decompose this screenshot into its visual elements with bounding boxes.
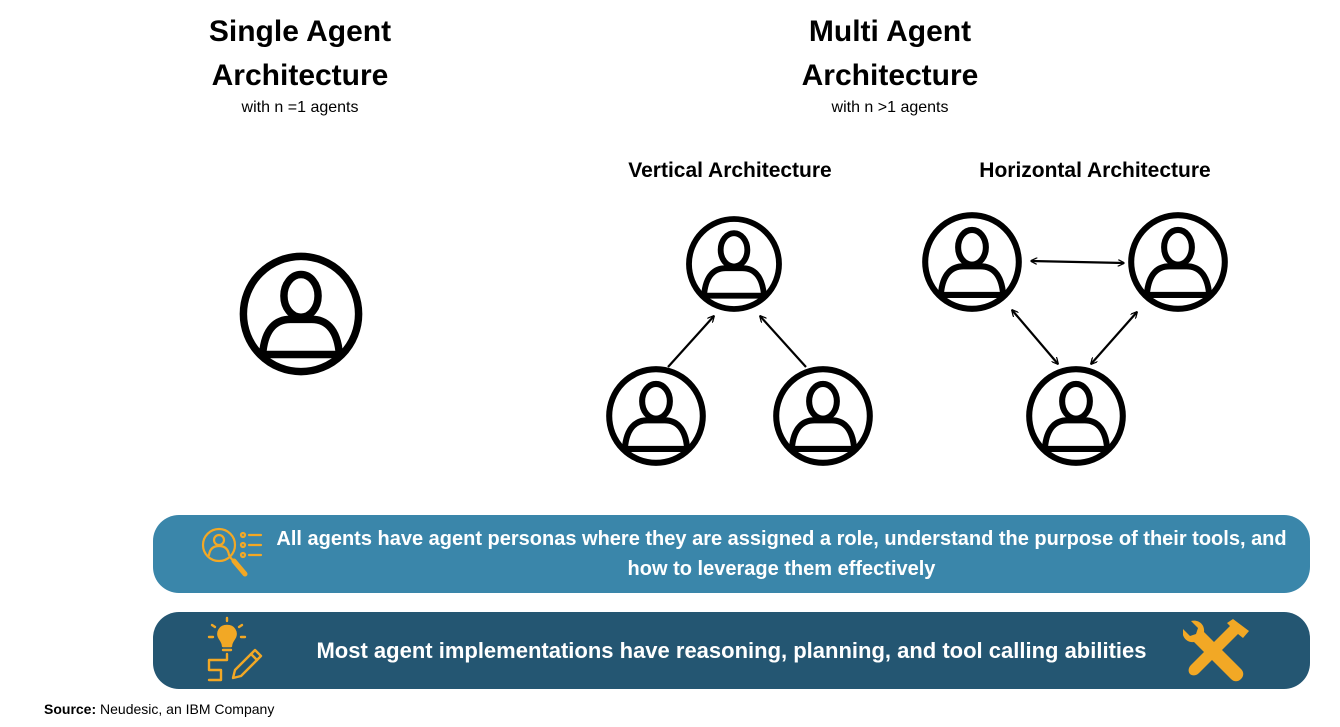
single-agent-icon <box>243 256 358 371</box>
agent-abilities-banner: Most agent implementations have reasonin… <box>153 612 1310 689</box>
vertical-arrow-right <box>760 316 807 368</box>
wrench-hammer-icon <box>1183 619 1249 682</box>
agent-abilities-text: Most agent implementations have reasonin… <box>316 637 1147 663</box>
multi-agent-subtitle: with n >1 agents <box>831 99 949 116</box>
source-label: Source: <box>44 701 97 717</box>
horizontal-agent-left-icon <box>925 215 1019 309</box>
agent-persona-text: All agents have agent personas where the… <box>276 528 1287 580</box>
horizontal-architecture-title: Horizontal Architecture <box>979 159 1211 182</box>
horizontal-agent-right-icon <box>1131 215 1225 309</box>
single-agent-title-line2: Architecture <box>211 59 389 92</box>
person-magnifier-checklist-icon <box>201 527 263 577</box>
multi-agent-title-line2: Architecture <box>801 59 979 92</box>
vertical-worker-agent-left-icon <box>609 369 703 463</box>
multi-agent-title: Multi Agent Architecture <box>740 10 1040 98</box>
source-note: Source: Neudesic, an IBM Company <box>44 701 274 717</box>
vertical-arrow-left <box>667 316 714 368</box>
horizontal-arrow-left <box>1012 310 1058 364</box>
agent-persona-banner: All agents have agent personas where the… <box>153 515 1310 593</box>
horizontal-arrow-top <box>1031 261 1124 263</box>
vertical-supervisor-agent-icon <box>689 219 779 309</box>
horizontal-arrow-right <box>1091 312 1137 364</box>
horizontal-agent-bottom-icon <box>1029 369 1123 463</box>
single-agent-subtitle: with n =1 agents <box>241 99 359 116</box>
single-agent-title: Single Agent Architecture <box>150 10 450 98</box>
vertical-worker-agent-right-icon <box>776 369 870 463</box>
multi-agent-title-line1: Multi Agent <box>808 15 972 48</box>
single-agent-title-line1: Single Agent <box>208 15 392 48</box>
source-text: Neudesic, an IBM Company <box>100 701 275 717</box>
lightbulb-pencil-icon <box>207 616 263 682</box>
vertical-architecture-title: Vertical Architecture <box>628 159 832 182</box>
